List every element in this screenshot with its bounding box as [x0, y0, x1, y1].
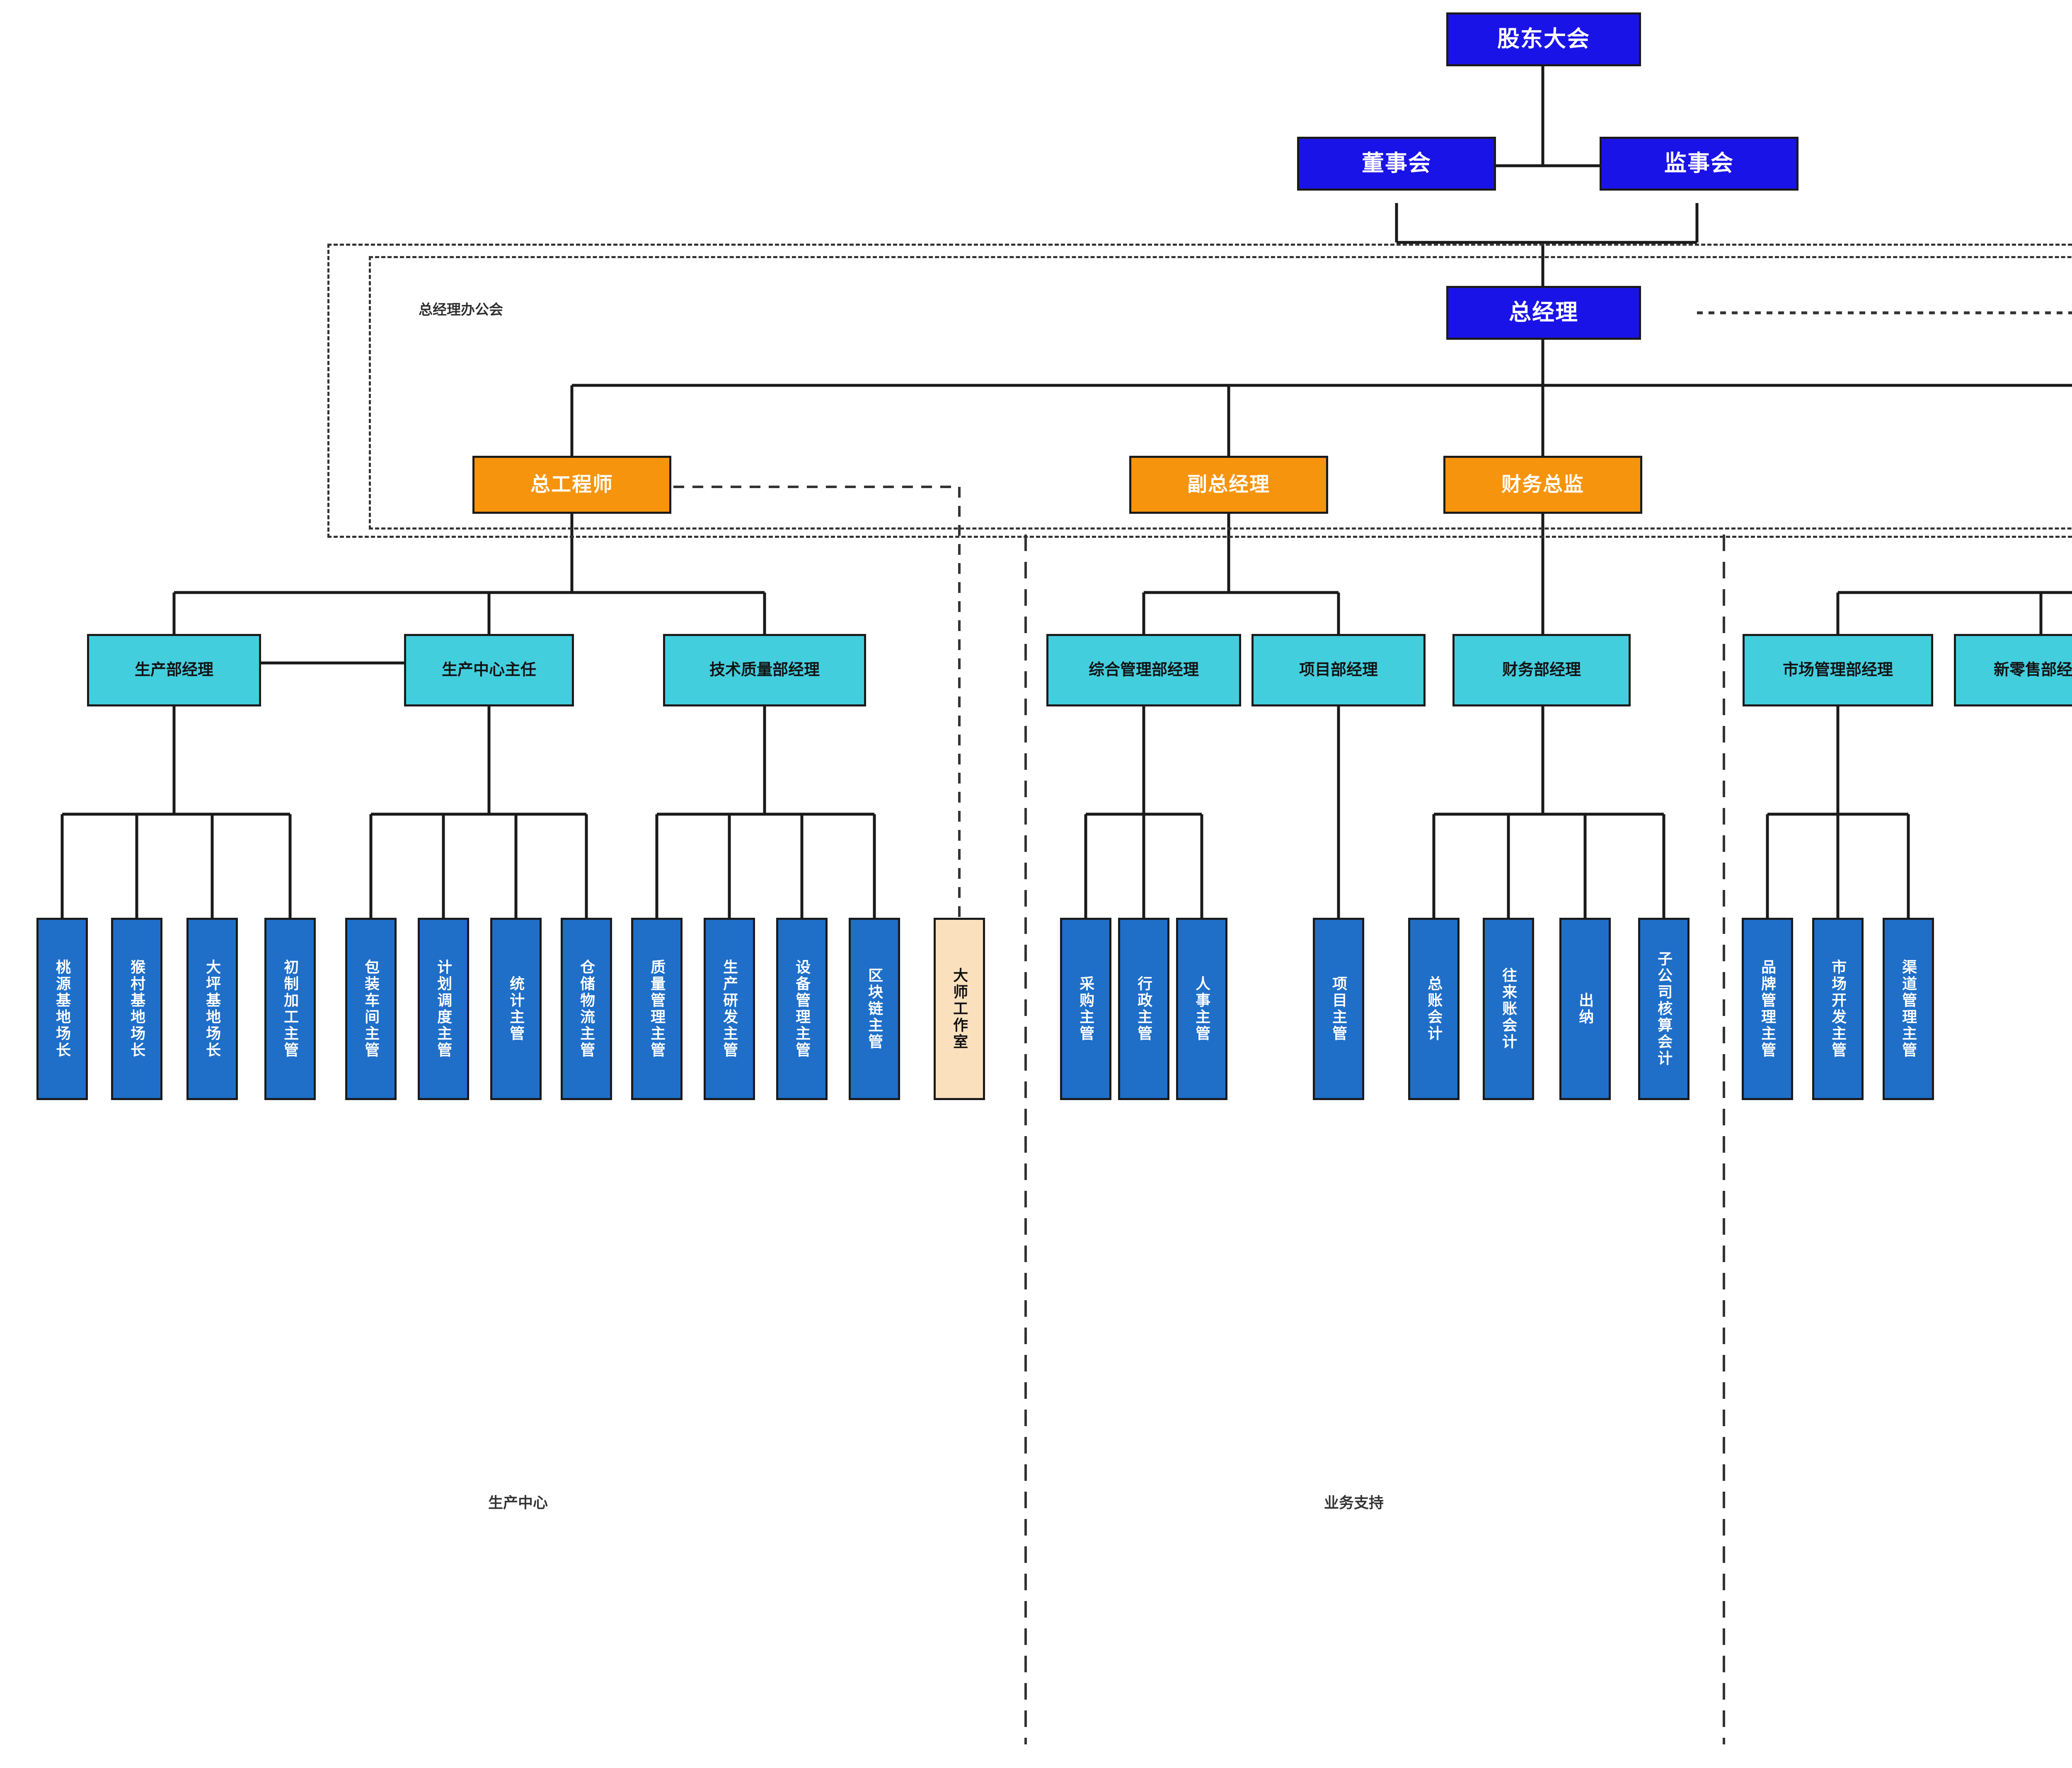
node-staff-channel-management[interactable]: 渠道管理主管 [1883, 918, 1934, 1100]
node-staff-quality-management[interactable]: 质量管理主管 [631, 918, 683, 1100]
node-staff-human-resources[interactable]: 人事主管 [1176, 918, 1227, 1100]
node-general-admin-manager[interactable]: 综合管理部经理 [1046, 634, 1241, 706]
node-staff-general-ledger-accountant[interactable]: 总账会计 [1408, 918, 1460, 1100]
node-market-admin-manager[interactable]: 市场管理部经理 [1743, 634, 1933, 706]
node-project-manager[interactable]: 项目部经理 [1251, 634, 1426, 706]
node-general-manager[interactable]: 总经理 [1446, 286, 1641, 340]
node-staff-project-supervisor[interactable]: 项目主管 [1313, 918, 1364, 1100]
node-staff-statistics[interactable]: 统计主管 [490, 918, 542, 1100]
node-staff-subsidiary-accountant[interactable]: 子公司核算会计 [1638, 918, 1690, 1100]
gm-office-label: 总经理办公会 [419, 302, 503, 318]
node-production-manager[interactable]: 生产部经理 [87, 634, 261, 706]
node-new-retail-manager[interactable]: 新零售部经理 [1954, 634, 2072, 706]
node-production-center-director[interactable]: 生产中心主任 [404, 634, 574, 706]
node-tech-quality-manager[interactable]: 技术质量部经理 [663, 634, 866, 706]
node-staff-primary-processing[interactable]: 初制加工主管 [264, 918, 316, 1100]
node-staff-houcun-base[interactable]: 猴村基地场长 [111, 918, 162, 1100]
strategy-committee-boundary [327, 244, 2072, 538]
section-label-production-center: 生产中心 [488, 1494, 548, 1511]
node-cfo[interactable]: 财务总监 [1443, 456, 1642, 514]
node-shareholders-meeting[interactable]: 股东大会 [1446, 12, 1641, 66]
node-finance-manager[interactable]: 财务部经理 [1452, 634, 1631, 706]
node-staff-taoyuan-base[interactable]: 桃源基地场长 [36, 918, 88, 1100]
node-staff-planning-dispatch[interactable]: 计划调度主管 [418, 918, 469, 1100]
node-deputy-gm-left[interactable]: 副总经理 [1129, 456, 1328, 514]
gm-office-boundary [369, 256, 2072, 530]
node-staff-warehouse-logistics[interactable]: 仓储物流主管 [561, 918, 612, 1100]
node-staff-administration[interactable]: 行政主管 [1118, 918, 1169, 1100]
node-staff-cashier[interactable]: 出纳 [1559, 918, 1611, 1100]
node-board-of-directors[interactable]: 董事会 [1297, 137, 1496, 191]
node-board-of-supervisors[interactable]: 监事会 [1600, 137, 1798, 191]
node-staff-ar-ap-accountant[interactable]: 往来账会计 [1483, 918, 1534, 1100]
node-staff-market-development[interactable]: 市场开发主管 [1812, 918, 1864, 1100]
node-staff-daping-base[interactable]: 大坪基地场长 [186, 918, 238, 1100]
node-chief-engineer[interactable]: 总工程师 [472, 456, 671, 514]
node-staff-packaging-workshop[interactable]: 包装车间主管 [345, 918, 397, 1100]
node-staff-blockchain[interactable]: 区块链主管 [849, 918, 900, 1100]
section-label-business-support: 业务支持 [1324, 1494, 1384, 1511]
node-staff-procurement[interactable]: 采购主管 [1060, 918, 1111, 1100]
node-staff-brand-management[interactable]: 品牌管理主管 [1742, 918, 1793, 1100]
node-staff-equipment-management[interactable]: 设备管理主管 [776, 918, 828, 1100]
node-staff-production-rd[interactable]: 生产研发主管 [704, 918, 755, 1100]
node-master-studio[interactable]: 大师工作室 [934, 918, 985, 1100]
